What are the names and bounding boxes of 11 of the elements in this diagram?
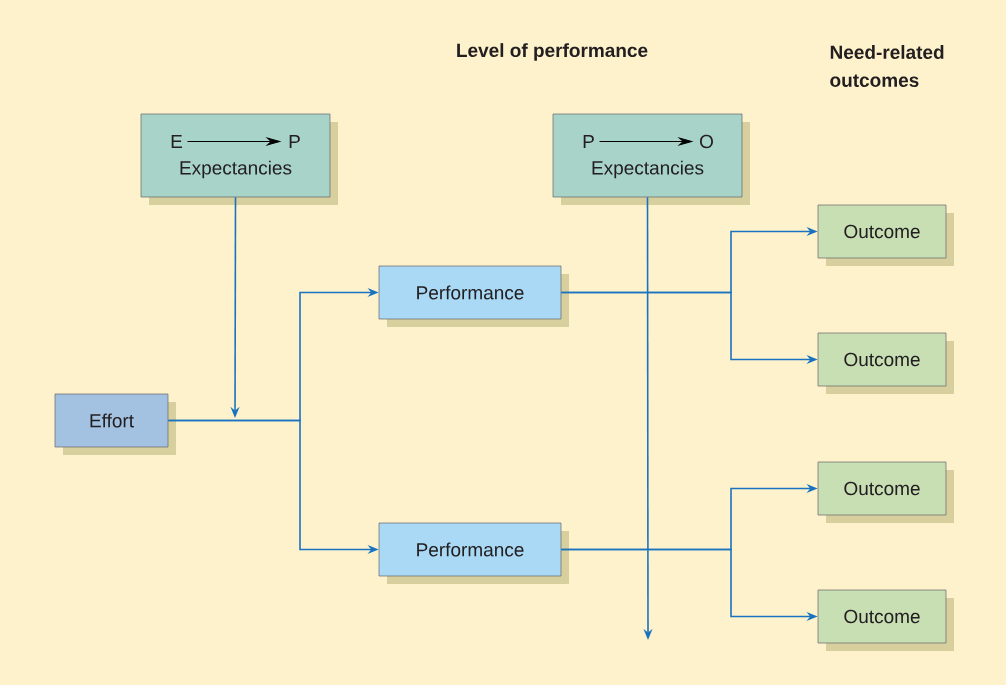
- performance-box: Performance: [378, 522, 569, 584]
- outcome-box: Outcome: [817, 461, 954, 523]
- performance-box: Performance: [378, 265, 569, 327]
- expectancy-box: P O Expectancies: [552, 113, 750, 205]
- outcome-box: Outcome: [817, 589, 954, 651]
- outcome-box: Outcome: [817, 204, 954, 266]
- column-heading: Need-related outcomes: [830, 45, 944, 87]
- outcome-box: Outcome: [817, 332, 954, 394]
- column-heading: Level of performance: [457, 43, 648, 61]
- effort-box: Effort: [54, 393, 176, 455]
- expectancy-box: E P Expectancies: [140, 113, 338, 205]
